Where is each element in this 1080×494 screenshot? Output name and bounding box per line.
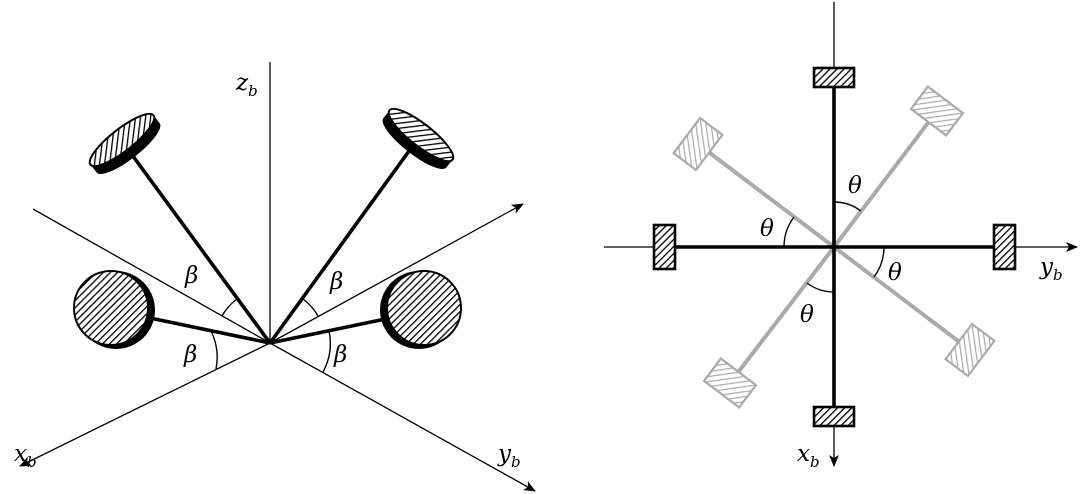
theta-arc-top — [833, 201, 862, 212]
tilted-rotor-upper-left — [672, 116, 724, 172]
left-isometric-view: zb xb yb β β β β — [14, 62, 536, 492]
x-axis-label: xb — [14, 441, 37, 471]
arm-upper-right — [268, 138, 419, 345]
beta-label-upper-left: β — [184, 263, 198, 289]
theta-label-bottom: θ — [800, 302, 814, 328]
beta-label-lower-right: β — [333, 342, 347, 368]
x-axis-line — [19, 342, 271, 467]
tilted-rotor-upper-right — [909, 85, 965, 137]
rotor-upper-left — [88, 112, 161, 174]
reference-line-left — [32, 208, 271, 344]
y-axis-line — [269, 342, 536, 492]
arm-upper-left — [125, 146, 272, 345]
rotor-left — [652, 223, 677, 271]
beta-arc-lower-right — [322, 330, 331, 373]
beta-label-lower-left: β — [183, 342, 197, 368]
theta-arc-bottom — [806, 282, 835, 293]
theta-arc-left — [783, 216, 795, 248]
arm-lower-left — [149, 316, 271, 345]
beta-label-upper-right: β — [329, 269, 343, 295]
z-axis-label: zb — [235, 70, 258, 100]
rotor-right — [992, 223, 1017, 271]
rotor-lower-left — [73, 270, 155, 349]
theta-label-top: θ — [848, 173, 862, 199]
top-x-axis-label: xb — [797, 441, 820, 471]
beta-arc-upper-left — [221, 298, 238, 317]
right-top-view: θ θ θ θ xb yb — [604, 2, 1078, 471]
rotor-top — [812, 66, 856, 89]
rotor-upper-right — [382, 107, 455, 169]
theta-arc-right — [873, 246, 885, 278]
tilted-rotor-lower-left — [702, 357, 758, 409]
beta-arc-lower-left — [210, 330, 218, 370]
tilted-arm-lower-right — [832, 245, 972, 352]
theta-label-right: θ — [888, 260, 902, 286]
rotor-bottom — [812, 405, 856, 428]
tilted-arm-upper-right — [832, 109, 939, 249]
arm-lower-right — [269, 316, 391, 345]
tilted-arm-lower-left — [728, 245, 836, 385]
tilted-arm-upper-left — [696, 142, 836, 249]
y-axis-label: yb — [497, 441, 521, 471]
beta-arc-upper-right — [302, 298, 319, 317]
reference-line-right — [269, 203, 524, 344]
tilted-rotor-lower-right — [944, 322, 996, 378]
top-y-axis-label: yb — [1039, 254, 1063, 284]
rotor-lower-right — [380, 270, 462, 349]
theta-label-left: θ — [760, 216, 774, 242]
